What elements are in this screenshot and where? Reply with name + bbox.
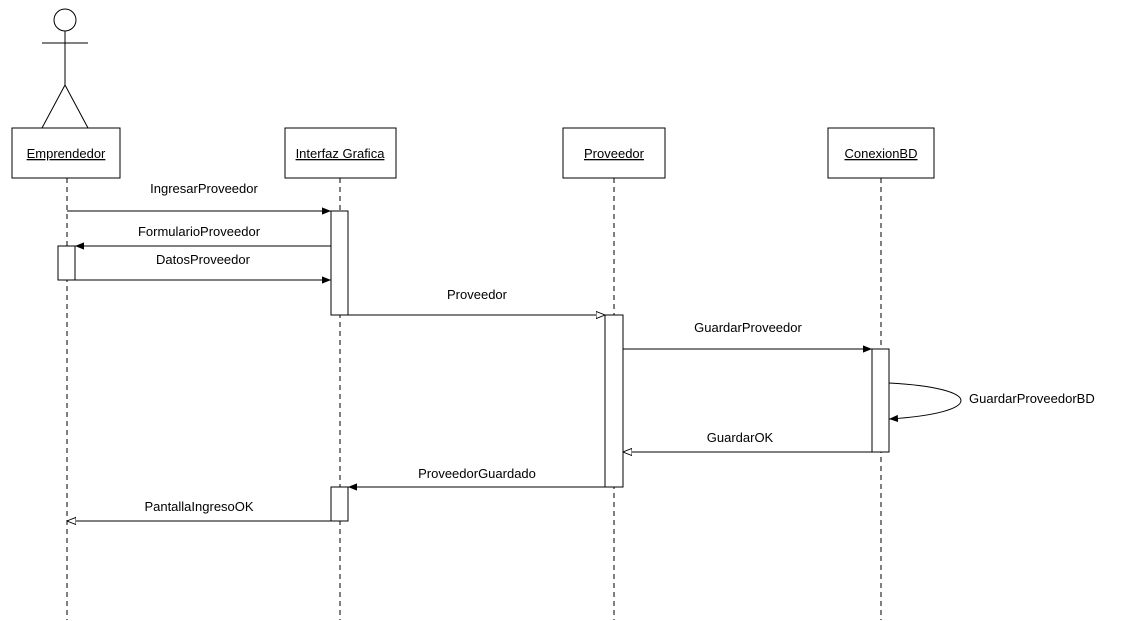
participant-interfaz: Interfaz Grafica (284, 127, 397, 179)
activation-emprendedor (57, 245, 76, 281)
message-label: GuardarProveedorBD (969, 391, 1095, 406)
message-label: ProveedorGuardado (418, 466, 536, 481)
participant-conexion-label: ConexionBD (845, 146, 918, 161)
activation-interfaz-1 (330, 210, 349, 316)
message-label: GuardarOK (707, 430, 774, 445)
message-pantalla-ingreso-ok: PantallaIngresoOK (67, 499, 331, 521)
message-proveedor: Proveedor (348, 287, 605, 315)
activation-conexion (871, 348, 890, 453)
message-guardar-ok: GuardarOK (623, 430, 881, 452)
message-label: Proveedor (447, 287, 508, 302)
actor-icon (41, 8, 89, 129)
participant-conexion: ConexionBD (827, 127, 935, 179)
message-label: IngresarProveedor (150, 181, 258, 196)
message-ingresar-proveedor: IngresarProveedor (67, 181, 331, 215)
message-datos-proveedor: DatosProveedor (75, 252, 331, 284)
message-label: FormularioProveedor (138, 224, 261, 239)
message-proveedor-guardado: ProveedorGuardado (348, 466, 605, 491)
participant-interfaz-label: Interfaz Grafica (296, 146, 386, 161)
activation-proveedor (604, 314, 624, 488)
participant-proveedor: Proveedor (562, 127, 666, 179)
message-guardar-proveedor: GuardarProveedor (623, 320, 872, 353)
activation-interfaz-2 (330, 486, 349, 522)
message-label: GuardarProveedor (694, 320, 802, 335)
participant-proveedor-label: Proveedor (584, 146, 645, 161)
message-label: PantallaIngresoOK (144, 499, 253, 514)
message-formulario-proveedor: FormularioProveedor (75, 224, 331, 250)
participant-emprendedor-label: Emprendedor (27, 146, 106, 161)
message-guardar-proveedor-bd: GuardarProveedorBD (888, 382, 1095, 423)
message-label: DatosProveedor (156, 252, 251, 267)
participant-emprendedor: Emprendedor (11, 127, 121, 179)
